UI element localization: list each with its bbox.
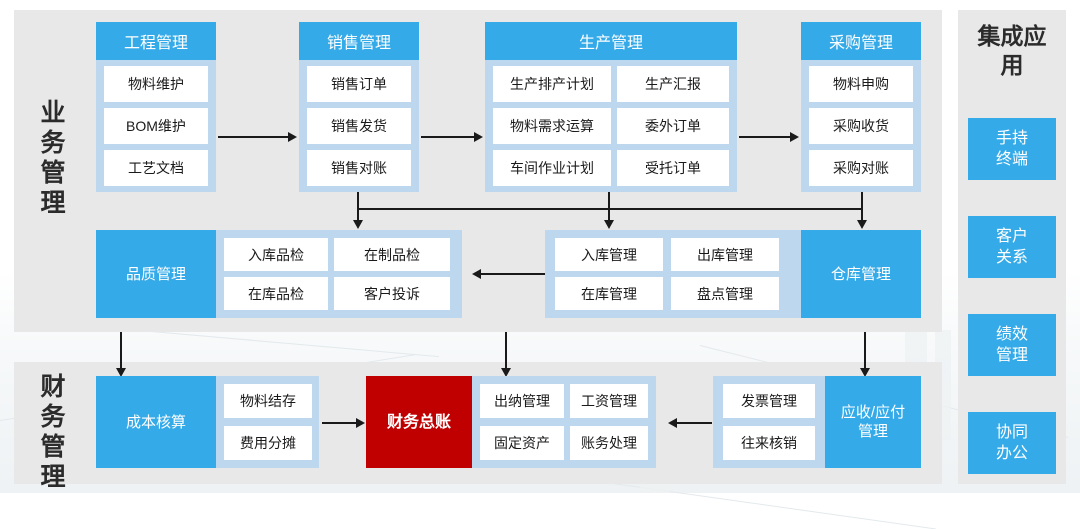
cell-production-schedule[interactable]: 生产排产计划 — [493, 66, 611, 102]
cell-inventory-count[interactable]: 盘点管理 — [671, 277, 779, 310]
cell-bom-maintenance[interactable]: BOM维护 — [104, 108, 208, 144]
cell-material-maintenance[interactable]: 物料维护 — [104, 66, 208, 102]
module-costing-header: 成本核算 — [96, 376, 216, 468]
connector-warehouse-to-quality — [481, 273, 545, 275]
arrowhead-receivable-to-ledger — [668, 418, 677, 428]
cell-sales-reconcile[interactable]: 销售对账 — [307, 150, 411, 186]
integrated-apps-title: 集成应用 — [977, 23, 1047, 78]
cell-material-balance[interactable]: 物料结存 — [224, 384, 312, 418]
module-ledger-header: 财务总账 — [366, 376, 472, 468]
connector-bus-horizontal — [357, 208, 863, 210]
app-tile-handheld[interactable]: 手持终端 — [968, 118, 1056, 180]
app-tile-oa[interactable]: 协同办公 — [968, 412, 1056, 474]
module-receivable[interactable]: 应收/应付管理 发票管理 往来核销 — [713, 376, 921, 468]
cell-accounting-process[interactable]: 账务处理 — [570, 426, 648, 460]
cell-cashier-management[interactable]: 出纳管理 — [480, 384, 564, 418]
cell-purchase-receipt[interactable]: 采购收货 — [809, 108, 913, 144]
arrowhead-costing-to-ledger — [356, 418, 365, 428]
module-engineering-header: 工程管理 — [96, 22, 216, 60]
module-production-header: 生产管理 — [485, 22, 737, 60]
arrowhead-production-to-purchasing — [790, 132, 799, 142]
connector-quality-to-costing — [120, 332, 122, 370]
cell-production-report[interactable]: 生产汇报 — [617, 66, 729, 102]
app-tile-performance[interactable]: 绩效管理 — [968, 314, 1056, 376]
cell-invoice-management[interactable]: 发票管理 — [723, 384, 815, 418]
finance-management-title: 财务管理 — [40, 373, 66, 491]
arrowhead-bus-to-quality — [353, 220, 363, 229]
connector-production-to-purchasing — [739, 136, 790, 138]
cell-wip-inspection[interactable]: 在制品检 — [334, 238, 450, 271]
cell-inbound-inspection[interactable]: 入库品检 — [224, 238, 328, 271]
module-production[interactable]: 生产管理 生产排产计划 生产汇报 物料需求运算 委外订单 车间作业计划 受托订单 — [485, 22, 737, 192]
connector-bus-drop-sales — [357, 192, 359, 222]
module-warehouse[interactable]: 仓库管理 入库管理 出库管理 在库管理 盘点管理 — [545, 230, 921, 318]
cell-outsourced-order[interactable]: 委外订单 — [617, 108, 729, 144]
app-tile-crm[interactable]: 客户关系 — [968, 216, 1056, 278]
module-purchasing-header: 采购管理 — [801, 22, 921, 60]
cell-payroll-management[interactable]: 工资管理 — [570, 384, 648, 418]
cell-ar-ap-settlement[interactable]: 往来核销 — [723, 426, 815, 460]
connector-warehouse-to-ledger — [505, 332, 507, 370]
cell-process-document[interactable]: 工艺文档 — [104, 150, 208, 186]
cell-expense-allocation[interactable]: 费用分摊 — [224, 426, 312, 460]
cell-stock-inspection[interactable]: 在库品检 — [224, 277, 328, 310]
module-ledger[interactable]: 财务总账 出纳管理 工资管理 固定资产 账务处理 — [366, 376, 656, 468]
cell-inbound-management[interactable]: 入库管理 — [555, 238, 663, 271]
connector-costing-to-ledger — [322, 422, 356, 424]
arrowhead-quality-to-costing — [116, 368, 126, 377]
connector-warehouse-to-receivable — [864, 332, 866, 370]
arrowhead-bus-to-warehouse-b — [857, 220, 867, 229]
module-sales[interactable]: 销售管理 销售订单 销售发货 销售对账 — [299, 22, 419, 192]
business-management-title: 业务管理 — [40, 99, 66, 217]
cell-sales-shipment[interactable]: 销售发货 — [307, 108, 411, 144]
module-quality[interactable]: 品质管理 入库品检 在制品检 在库品检 客户投诉 — [96, 230, 462, 318]
cell-stock-management[interactable]: 在库管理 — [555, 277, 663, 310]
module-purchasing[interactable]: 采购管理 物料申购 采购收货 采购对账 — [801, 22, 921, 192]
module-warehouse-header: 仓库管理 — [801, 230, 921, 318]
connector-engineering-to-sales — [218, 136, 288, 138]
cell-sales-order[interactable]: 销售订单 — [307, 66, 411, 102]
module-quality-header: 品质管理 — [96, 230, 216, 318]
cell-purchase-reconcile[interactable]: 采购对账 — [809, 150, 913, 186]
cell-workshop-plan[interactable]: 车间作业计划 — [493, 150, 611, 186]
cell-fixed-assets[interactable]: 固定资产 — [480, 426, 564, 460]
arrowhead-warehouse-to-quality — [472, 269, 481, 279]
connector-bus-drop-production — [608, 192, 610, 222]
cell-material-requisition[interactable]: 物料申购 — [809, 66, 913, 102]
connector-receivable-to-ledger — [677, 422, 712, 424]
arrowhead-engineering-to-sales — [288, 132, 297, 142]
diagram-canvas: 业务管理 财务管理 集成应用 工程管理 物料维护 BOM维护 工艺文档 销售管理… — [14, 10, 1066, 491]
connector-bus-drop-purchasing — [861, 192, 863, 222]
cell-entrusted-order[interactable]: 受托订单 — [617, 150, 729, 186]
cell-customer-complaint[interactable]: 客户投诉 — [334, 277, 450, 310]
module-costing[interactable]: 成本核算 物料结存 费用分摊 — [96, 376, 319, 468]
connector-sales-to-production — [421, 136, 474, 138]
arrowhead-warehouse-to-receivable — [860, 368, 870, 377]
module-receivable-header: 应收/应付管理 — [825, 376, 921, 468]
module-sales-header: 销售管理 — [299, 22, 419, 60]
arrowhead-bus-to-warehouse-a — [604, 220, 614, 229]
arrowhead-warehouse-to-ledger — [501, 368, 511, 377]
module-engineering[interactable]: 工程管理 物料维护 BOM维护 工艺文档 — [96, 22, 216, 192]
cell-mrp[interactable]: 物料需求运算 — [493, 108, 611, 144]
arrowhead-sales-to-production — [474, 132, 483, 142]
cell-outbound-management[interactable]: 出库管理 — [671, 238, 779, 271]
